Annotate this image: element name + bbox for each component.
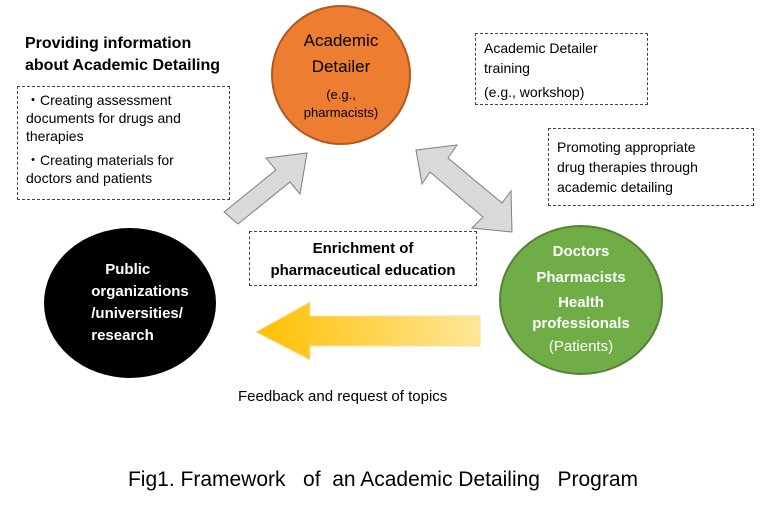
arrow-feedback [254, 301, 481, 361]
info-items-box: ・Creating assessment documents for drugs… [17, 86, 230, 200]
training-line3: (e.g., workshop) [484, 84, 585, 100]
practitioners-line5: (Patients) [548, 338, 614, 355]
feedback-label: Feedback and request of topics [238, 388, 448, 405]
public-org-line1: Public [105, 261, 151, 278]
info-item-text: documents for drugs and [26, 110, 181, 126]
promoting-line2: drug therapies through [557, 159, 698, 175]
arrow-detailer-doctors [415, 144, 513, 233]
training-line1: Academic Detailer [484, 40, 598, 56]
detailer-sub-line2: pharmacists) [303, 105, 379, 120]
public-org-line4: research [91, 327, 154, 344]
promoting-line3: academic detailing [557, 179, 673, 195]
academic-detailer-node: Academic Detailer (e.g., pharmacists) [271, 5, 411, 145]
info-heading-line1: Providing information [25, 35, 192, 52]
public-org-text: Public organizations /universities/ rese… [91, 259, 189, 347]
info-item: ・Creating materials for doctors and pati… [26, 151, 221, 187]
detailer-title-line1: Academic [303, 31, 379, 50]
info-item-text: therapies [26, 128, 84, 144]
detailer-title-line2: Detailer [311, 57, 371, 76]
figure-caption: Fig1. Framework of an Academic Detailing… [127, 468, 639, 491]
info-heading: Providing information about Academic Det… [25, 33, 220, 77]
promoting-line1: Promoting appropriate [557, 139, 696, 155]
arrow-public-to-detailer [223, 152, 308, 225]
public-org-line2: organizations [91, 283, 189, 300]
info-item-text: ・Creating assessment [26, 92, 172, 108]
practitioners-line4: professionals [532, 315, 630, 332]
promoting-box: Promoting appropriate drug therapies thr… [548, 128, 754, 206]
detailer-sub-line1: (e.g., [326, 87, 356, 102]
enrichment-box: Enrichment of pharmaceutical education [249, 231, 477, 286]
practitioners-line1: Doctors [552, 243, 610, 260]
training-box: Academic Detailer training (e.g., worksh… [475, 33, 648, 105]
public-organizations-node: Public organizations /universities/ rese… [44, 228, 216, 378]
info-item-text: ・Creating materials for [26, 152, 174, 168]
info-item-text: doctors and patients [26, 170, 153, 186]
enrichment-line1: Enrichment of [312, 240, 414, 257]
training-line2: training [484, 60, 530, 76]
info-heading-line2: about Academic Detailing [25, 57, 220, 74]
public-org-line3: /universities/ [91, 305, 183, 322]
practitioners-node: Doctors Pharmacists Health professionals… [499, 225, 663, 375]
practitioners-line3: Health [558, 294, 604, 311]
info-item: ・Creating assessment documents for drugs… [26, 91, 221, 145]
practitioners-line2: Pharmacists [536, 269, 626, 286]
enrichment-line2: pharmaceutical education [270, 262, 456, 279]
